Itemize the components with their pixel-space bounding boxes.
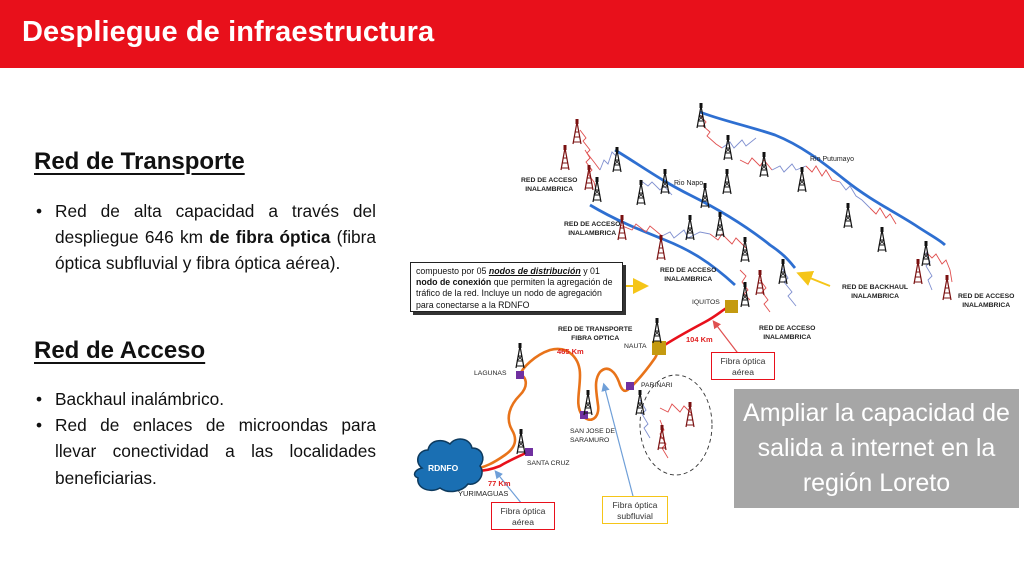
pointer-aerial-bottom [494, 470, 523, 505]
town-parinari: PARINARI [641, 382, 673, 389]
label-text: RED DE BACKHAUL INALAMBRICA [842, 284, 909, 300]
pointer-aerial-top [712, 320, 741, 357]
transport-bullet: Red de alta capacidad a través del despl… [36, 198, 376, 277]
callout-text: que permiten la agregación de tráfico de… [416, 277, 613, 310]
node-santa-cruz [525, 448, 533, 456]
access-bullet: Red de enlaces de microondas para llevar… [36, 412, 376, 491]
bullet-text: Red de alta capacidad a través del despl… [55, 201, 376, 248]
highlight-text: Ampliar la capacidad de salida a interne… [743, 399, 1010, 497]
river-napo-label: Rio Napo [674, 180, 704, 187]
distribution-nodes-callout: compuesto por 05 nodos de distribución y… [410, 262, 623, 312]
river-lower-line [589, 203, 736, 287]
bullet-text: (fibra óptica subfluvial y fibra óptica … [55, 227, 377, 274]
page-title: Despliegue de infraestructura [22, 16, 435, 48]
label-text: RED DE ACCESO INALAMBRICA [958, 293, 1015, 309]
river-putumayo-line [699, 110, 946, 247]
label-text: RED DE ACCESO INALAMBRICA [660, 267, 717, 283]
callout-arrow-2 [796, 271, 831, 287]
fiber-aerial-route-top [659, 304, 731, 350]
rdnfo-cloud [413, 438, 484, 493]
label-text: RED DE ACCESO INALAMBRICA [759, 325, 816, 341]
town-santa-cruz: SANTA CRUZ [527, 460, 570, 467]
tag-fibra-aerea-bottom: Fibra óptica aérea [491, 502, 555, 530]
label-acceso-3: RED DE ACCESO INALAMBRICA [660, 266, 716, 284]
callout-text: compuesto por 05 [416, 266, 489, 276]
callout-emphasis: nodos de distribución [488, 266, 581, 276]
node-lagunas [516, 371, 524, 379]
town-yurimaguas: YURIMAGUAS [458, 489, 509, 498]
river-putumayo-label: Rio Putumayo [810, 156, 854, 163]
distance-77: 77 Km [488, 479, 511, 488]
bullet-bold-text: de fibra óptica [209, 227, 331, 248]
town-san-jose: SAN JOSE DE SARAMURO [570, 428, 615, 444]
tag-fibra-aerea-top: Fibra óptica aérea [711, 352, 775, 380]
access-heading: Red de Acceso [34, 337, 206, 364]
node-iquitos [725, 300, 738, 313]
fiber-subfluvial-route [469, 346, 661, 472]
label-backhaul: RED DE BACKHAUL INALAMBRICA [842, 283, 908, 301]
label-transporte: RED DE TRANSPORTE FIBRA OPTICA [558, 325, 632, 343]
rdnfo-label: RDNFO [428, 463, 459, 473]
label-acceso-1: RED DE ACCESO INALAMBRICA [521, 176, 577, 194]
distance-104: 104 Km [686, 335, 713, 344]
river-napo-line [614, 148, 797, 269]
label-acceso-2: RED DE ACCESO INALAMBRICA [564, 220, 620, 238]
access-bullet: Backhaul inalámbrico. [36, 386, 376, 412]
pointer-subfluvial [601, 382, 635, 501]
node-parinari [626, 382, 634, 390]
label-text: RED DE TRANSPORTE FIBRA OPTICA [558, 326, 633, 342]
label-acceso-4: RED DE ACCESO INALAMBRICA [759, 324, 815, 342]
label-text: RED DE ACCESO INALAMBRICA [521, 177, 578, 193]
town-iquitos: IQUITOS [692, 299, 720, 306]
callout-bold: nodo de conexión [416, 277, 492, 288]
transport-heading: Red de Transporte [34, 148, 245, 175]
callout-text: y 01 [580, 266, 600, 276]
label-text: RED DE ACCESO INALAMBRICA [564, 221, 621, 237]
transport-bullets: Red de alta capacidad a través del despl… [36, 198, 376, 277]
access-area-circle [639, 374, 713, 476]
tag-fibra-subfluvial: Fibra óptica subfluvial [602, 496, 668, 524]
label-acceso-5: RED DE ACCESO INALAMBRICA [958, 292, 1014, 310]
node-nauta [652, 341, 666, 355]
town-nauta: NAUTA [624, 343, 647, 350]
distance-465: 465 Km [557, 347, 584, 356]
highlight-box: Ampliar la capacidad de salida a interne… [734, 389, 1019, 508]
access-bullets: Backhaul inalámbrico. Red de enlaces de … [36, 386, 376, 491]
title-bar: Despliegue de infraestructura [0, 0, 1024, 68]
town-lagunas: LAGUNAS [474, 370, 507, 377]
